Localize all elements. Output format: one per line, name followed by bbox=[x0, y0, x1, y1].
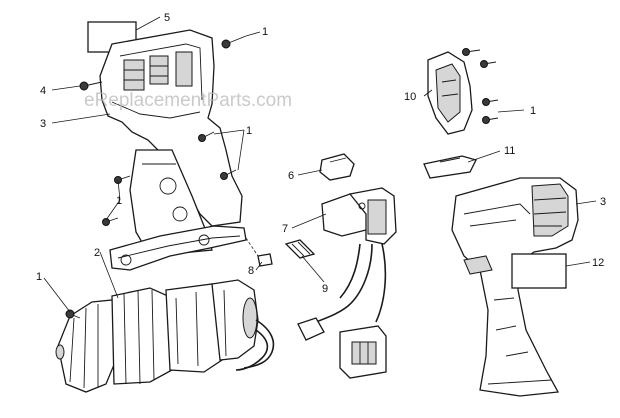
screw-part-1-base[interactable] bbox=[102, 217, 119, 226]
callout-7: 7 bbox=[282, 223, 288, 235]
screw-part-1-cap-d[interactable] bbox=[482, 116, 499, 124]
screw-part-4[interactable] bbox=[79, 81, 103, 91]
callout-9: 9 bbox=[322, 283, 328, 295]
top-cap-part-10[interactable] bbox=[427, 51, 473, 135]
label-plate-part-12[interactable] bbox=[511, 253, 567, 289]
screw-part-1-cap-c[interactable] bbox=[482, 98, 499, 106]
screw-part-1-cap-b[interactable] bbox=[480, 60, 497, 68]
switch-assembly-part-7[interactable] bbox=[297, 187, 397, 379]
callout-11: 11 bbox=[504, 145, 515, 157]
callout-1-right: 1 bbox=[530, 105, 536, 117]
callout-5: 5 bbox=[164, 12, 170, 24]
left-housing-half[interactable] bbox=[99, 29, 247, 271]
callout-10: 10 bbox=[404, 91, 416, 103]
screw-part-1-top[interactable] bbox=[221, 35, 247, 49]
callout-1-mid-left: 1 bbox=[116, 195, 122, 207]
callout-6: 6 bbox=[288, 170, 294, 182]
callout-4: 4 bbox=[40, 85, 46, 97]
spring-part-9[interactable] bbox=[284, 239, 316, 259]
screw-part-1-cap-a[interactable] bbox=[462, 48, 481, 56]
direction-button-part-6[interactable] bbox=[319, 153, 355, 181]
callout-12: 12 bbox=[592, 257, 604, 269]
callout-3-right: 3 bbox=[600, 196, 606, 208]
callout-2: 2 bbox=[94, 247, 100, 259]
watermark-text: eReplacementParts.com bbox=[84, 90, 292, 111]
callout-1-mid-right: 1 bbox=[246, 125, 252, 137]
screw-part-1-handle-a[interactable] bbox=[198, 131, 215, 142]
screw-part-1-handle-c[interactable] bbox=[114, 175, 131, 184]
callout-1-top: 1 bbox=[262, 26, 268, 38]
callout-8: 8 bbox=[248, 265, 254, 277]
callout-3-left: 3 bbox=[40, 118, 46, 130]
motor-gearbox-chuck-part-2[interactable] bbox=[55, 279, 275, 393]
screw-part-1-handle-b[interactable] bbox=[220, 169, 237, 180]
screw-part-1-chuck[interactable] bbox=[65, 309, 81, 319]
slider-part-11[interactable] bbox=[423, 155, 477, 179]
callout-1-bottom: 1 bbox=[36, 271, 42, 283]
